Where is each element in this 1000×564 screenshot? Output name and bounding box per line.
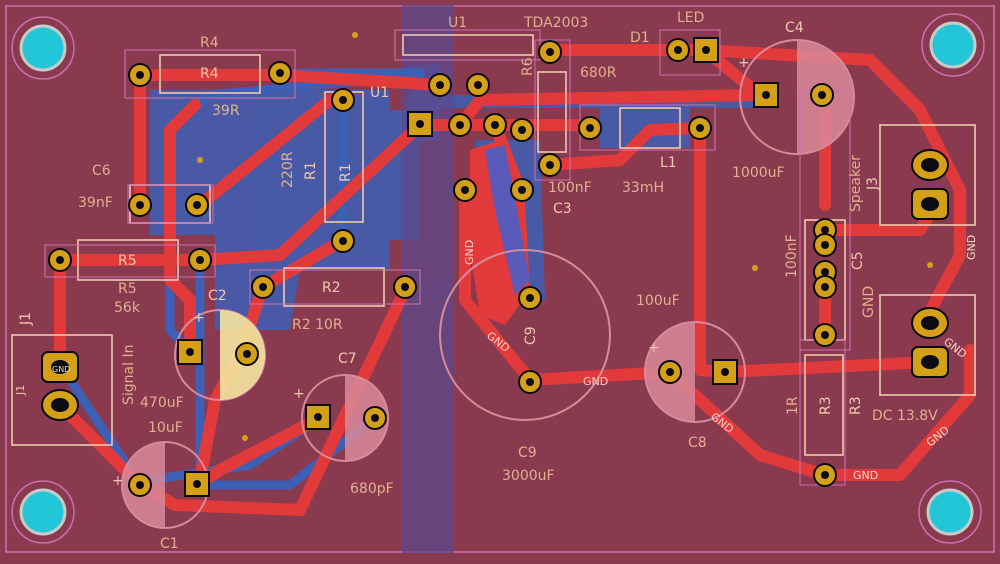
r5-value: 56k [114,300,141,316]
mounting-hole-icon [918,480,982,544]
c7-label: C7 [338,351,357,367]
c1-value: 10uF [148,420,183,436]
signal-in-label: Signal In [121,345,137,405]
back-copper-patch [485,145,530,295]
j3-label: J3 [865,177,881,191]
j1-inner-label: J1 [14,385,27,396]
c6-value: 39nF [78,195,113,211]
d1-label: D1 [630,30,650,46]
r1-label: R1 [303,161,319,180]
j1-label: J1 [18,312,34,326]
l1-label: L1 [660,155,677,171]
r4-inner-label: R4 [200,66,219,82]
r4-value: 39R [212,103,240,119]
u1-label-top: U1 [448,15,467,31]
component-outlines [11,34,976,456]
net-gnd-label: GND [583,375,608,388]
l1-value: 33mH [622,180,664,196]
vias [197,32,933,441]
svg-text:+: + [738,55,750,71]
c2-value: 470uF [140,395,184,411]
speaker-label: Speaker [848,155,864,212]
mounting-hole-icon [11,480,75,544]
mounting-holes [11,13,985,544]
svg-text:+: + [293,386,305,402]
c8-value: 100uF [636,293,680,309]
r3-label: R3 [848,396,864,415]
net-gnd-label: GND [965,235,978,260]
r2-inner-label: R2 [322,280,341,296]
r6-value: 680R [580,65,617,81]
c4-value: 1000uF [732,165,785,181]
r2-value: R2 10R [292,317,343,333]
c2-label: C2 [208,288,227,304]
c3-label: C3 [553,201,572,217]
net-gnd-label: GND [463,240,476,265]
c5-value: 100nF [784,234,800,278]
r3-value: 1R [785,396,801,415]
through-hole-pads[interactable] [48,38,837,497]
c7-value: 680pF [350,481,394,497]
svg-text:+: + [193,310,205,326]
c9-inner-label: C9 [523,326,539,345]
c9-value: 3000uF [502,468,555,484]
c4-label: C4 [785,20,804,36]
pad-holes [56,46,829,489]
net-gnd-label: GND [52,365,70,374]
r4-label: R4 [200,35,219,51]
c3-value: 100nF [548,180,592,196]
u1-label-mid: U1 [370,85,389,101]
svg-text:+: + [112,473,124,489]
c8-label: C8 [688,435,707,451]
r1-inner-label: R1 [338,163,354,182]
c1-label: C1 [160,536,179,552]
c6-label: C6 [92,163,111,179]
board-edge-cuts [5,5,995,553]
svg-text:+: + [648,340,660,356]
polarity-plus-icon: + + + + + [112,55,750,489]
mounting-hole-icon [921,13,985,77]
mounting-hole-icon [11,16,75,80]
r6-label: R6 [520,57,536,76]
led-label: LED [677,10,704,26]
r5-inner-label: R5 [118,253,137,269]
tda-label: TDA2003 [523,15,588,31]
r5-label: R5 [118,281,137,297]
c5-label: C5 [850,251,866,270]
gnd-silk-label: GND [861,286,877,318]
net-gnd-label: GND [853,469,878,482]
r3-inner-label: R3 [818,396,834,415]
dc-label: DC 13.8V [872,408,938,424]
c9-label: C9 [518,445,537,461]
r1-value: 220R [280,151,296,188]
